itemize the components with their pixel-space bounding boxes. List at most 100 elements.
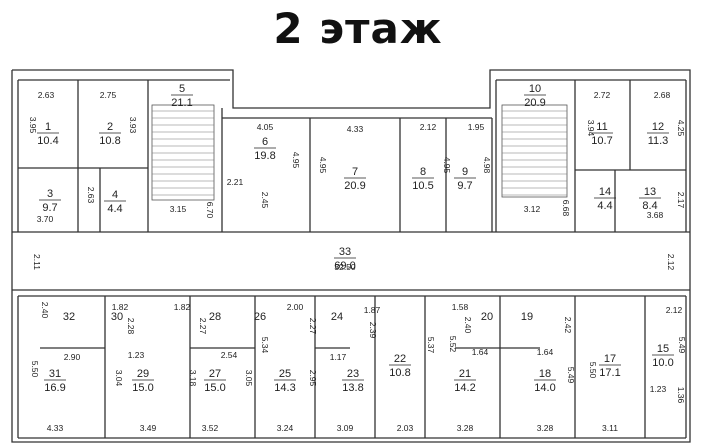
room-area: 11.3 <box>648 135 669 147</box>
room-9: 99.7 <box>454 166 476 192</box>
room-area: 10.0 <box>652 357 673 369</box>
dimension-label: 4.95 <box>291 152 301 169</box>
dimension-label: 4.95 <box>442 157 452 174</box>
dimension-label: 2.11 <box>32 254 42 270</box>
dimension-label: 3.70 <box>37 214 54 224</box>
dimension-label: 2.63 <box>86 187 96 204</box>
dimension-label: 1.87 <box>364 305 381 315</box>
room-1: 110.4 <box>37 121 59 147</box>
dimension-label: 5.52 <box>448 336 458 353</box>
room-15: 15 10.0 <box>652 343 674 369</box>
dimension-label: 3.52 <box>202 423 219 433</box>
dimension-label: 2.75 <box>100 90 117 100</box>
dimension-label: 5.37 <box>426 337 436 354</box>
room-area: 9.7 <box>457 180 472 192</box>
room-number: 13 <box>644 186 656 198</box>
dimension-label: 2.17 <box>676 192 686 209</box>
dimension-label: 2.42 <box>563 317 573 334</box>
dimension-label: 2.54 <box>221 350 238 360</box>
dimension-label: 2.03 <box>397 423 414 433</box>
room-number: 22 <box>394 353 406 365</box>
walls <box>11 69 691 443</box>
room-19: 19 <box>521 311 533 323</box>
room-number: 31 <box>49 368 61 380</box>
dimension-label: 3.04 <box>114 370 124 387</box>
room-area: 4.4 <box>597 200 612 212</box>
room-number: 28 <box>209 311 221 323</box>
room-area: 14.2 <box>454 382 475 394</box>
room-number: 6 <box>262 136 268 148</box>
dimension-label: 1.82 <box>174 302 191 312</box>
room-area: 20.9 <box>344 180 365 192</box>
dimension-label: 2.95 <box>308 370 318 387</box>
room-area: 10.5 <box>412 180 433 192</box>
dimension-label: 3.05 <box>244 370 254 387</box>
room-number: 15 <box>657 343 669 355</box>
room-number: 1 <box>45 121 51 133</box>
room-30: 30 <box>111 311 123 323</box>
room-area: 15.0 <box>132 382 153 394</box>
dimension-label: 32.50 <box>334 262 356 272</box>
dimension-label: 5.49 <box>566 367 576 384</box>
room-26: 26 <box>254 311 266 323</box>
room-area: 69.0 <box>334 260 355 272</box>
dimension-label: 2.68 <box>654 90 671 100</box>
dimension-label: 6.68 <box>561 200 571 217</box>
page-title: 2 этаж <box>273 4 443 53</box>
room-number: 12 <box>652 121 664 133</box>
dimension-label: 5.34 <box>260 337 270 354</box>
room-5: 521.1 <box>171 83 193 109</box>
room-area: 4.4 <box>107 203 122 215</box>
dimension-label: 4.33 <box>347 124 364 134</box>
room-area: 16.9 <box>44 382 65 394</box>
dimension-label: 3.24 <box>277 423 294 433</box>
room-28: 28 <box>209 311 221 323</box>
room-number: 5 <box>179 83 185 95</box>
room-24: 24 <box>331 311 343 323</box>
dimension-label: 1.23 <box>650 384 667 394</box>
room-number: 14 <box>599 186 611 198</box>
dimension-label: 2.28 <box>126 318 136 335</box>
dimension-label: 1.58 <box>452 302 469 312</box>
room-number: 24 <box>331 311 343 323</box>
dimension-label: 2.12 <box>420 122 437 132</box>
dimension-label: 2.40 <box>463 317 473 334</box>
dimension-label: 4.95 <box>318 157 328 174</box>
room-20: 20 <box>481 311 493 323</box>
dimension-label: 4.33 <box>47 423 64 433</box>
dimension-label: 3.18 <box>188 370 198 387</box>
room-number: 33 <box>339 246 351 258</box>
dimension-label: 2.45 <box>260 192 270 209</box>
room-number: 26 <box>254 311 266 323</box>
room-number: 21 <box>459 368 471 380</box>
room-number: 25 <box>279 368 291 380</box>
room-number: 4 <box>112 189 118 201</box>
dimension-label: 3.93 <box>128 117 138 134</box>
room-number: 7 <box>352 166 358 178</box>
room-4: 44.4 <box>104 189 126 215</box>
room-area: 14.0 <box>534 382 555 394</box>
room-area: 14.3 <box>274 382 295 394</box>
room-area: 10.8 <box>99 135 120 147</box>
room-31: 31 16.9 <box>44 368 66 394</box>
room-12: 12 11.3 <box>647 121 669 147</box>
room-2: 210.8 <box>99 121 121 147</box>
dimension-label: 2.63 <box>38 90 55 100</box>
room-area: 20.9 <box>524 97 545 109</box>
room-area: 10.4 <box>37 135 58 147</box>
room-14: 144.4 <box>594 186 616 212</box>
room-area: 19.8 <box>254 150 275 162</box>
stairs <box>151 104 568 201</box>
dimension-label: 2.27 <box>198 318 208 335</box>
room-area: 13.8 <box>342 382 363 394</box>
room-25: 25 14.3 <box>274 368 296 394</box>
dimension-label: 1.23 <box>128 350 145 360</box>
room-area: 8.4 <box>642 200 657 212</box>
room-32: 32 <box>63 311 75 323</box>
dimension-label: 3.28 <box>537 423 554 433</box>
